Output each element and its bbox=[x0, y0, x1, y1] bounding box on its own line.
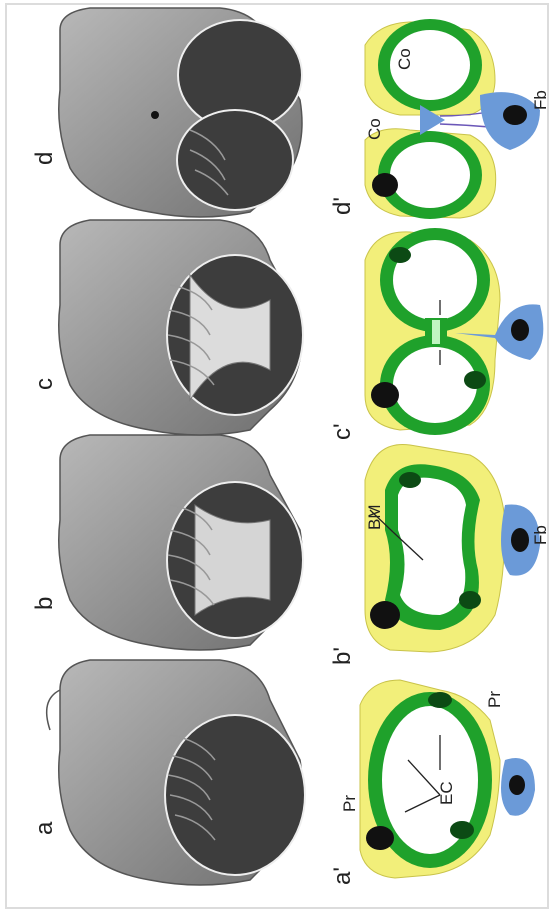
schematic-label-a-prime: a' bbox=[329, 867, 356, 885]
label-fb-d: Fb bbox=[531, 90, 550, 110]
label-pr-left: Pr bbox=[340, 795, 359, 812]
panel-label-b: b bbox=[31, 597, 58, 610]
schematic-label-c-prime: c' bbox=[329, 423, 356, 440]
label-pr-right: Pr bbox=[485, 691, 504, 708]
panel-label-d: d bbox=[31, 152, 58, 165]
rendering-b bbox=[59, 435, 303, 650]
rendering-c bbox=[59, 220, 303, 435]
rendering-d bbox=[59, 8, 302, 217]
rendering-a bbox=[47, 660, 305, 885]
label-ec: EC bbox=[437, 781, 456, 805]
panel-label-c: c bbox=[31, 378, 58, 390]
label-bm: BM bbox=[365, 505, 384, 531]
schematic-label-d-prime: d' bbox=[329, 197, 356, 215]
label-co-bottom: Co bbox=[365, 118, 384, 140]
panel-label-a: a bbox=[31, 821, 58, 835]
label-fb-b: Fb bbox=[531, 525, 550, 545]
schematic-label-b-prime: b' bbox=[329, 647, 356, 665]
label-co-top: Co bbox=[395, 48, 414, 70]
